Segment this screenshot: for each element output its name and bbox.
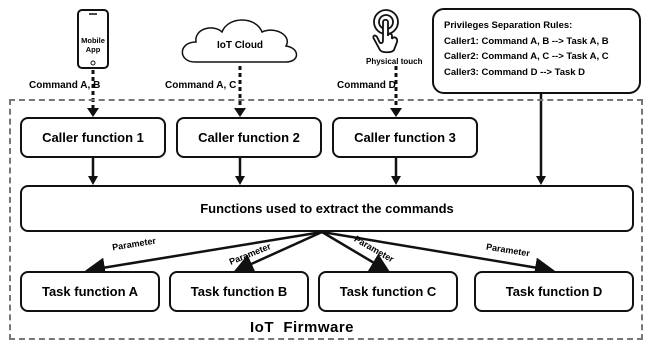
task-function-d: Task function D	[474, 271, 634, 312]
task-function-a-label: Task function A	[41, 284, 139, 299]
privileges-rules-box: Privileges Separation Rules: Caller1: Co…	[432, 8, 641, 94]
command-extractor-label: Functions used to extract the commands	[200, 201, 454, 216]
iot-firmware-label: IoT Firmware	[250, 319, 355, 336]
caller-function-3: Caller function 3	[332, 117, 478, 158]
iot-cloud-label: IoT Cloud	[216, 40, 264, 51]
rule-caller2: Caller2: Command A, C --> Task A, C	[444, 51, 609, 62]
caller-function-2-label: Caller function 2	[198, 130, 300, 145]
arrow-to-task-c	[321, 230, 391, 273]
task-function-d-label: Task function D	[505, 284, 603, 299]
caller-function-2: Caller function 2	[176, 117, 322, 158]
arrowhead-extract-1	[88, 176, 98, 185]
task-function-c-label: Task function C	[339, 284, 437, 299]
caller-function-1: Caller function 1	[20, 117, 166, 158]
arrowhead-rules	[536, 176, 546, 185]
caller-function-3-label: Caller function 3	[354, 130, 456, 145]
cloud-icon	[181, 19, 298, 63]
mobile-app-label: Mobile App	[81, 36, 105, 54]
touch-icon	[372, 9, 399, 54]
task-function-b: Task function B	[169, 271, 309, 312]
mobile-phone-icon	[77, 9, 109, 69]
arrowhead-caller1	[87, 108, 99, 117]
command-label-2: Command A, C	[165, 80, 237, 91]
command-label-1: Command A, B	[29, 80, 101, 91]
arrowhead-caller3	[390, 108, 402, 117]
arrowhead-extract-3	[391, 176, 401, 185]
command-label-3: Command D	[337, 80, 396, 91]
caller-function-1-label: Caller function 1	[42, 130, 144, 145]
rule-caller1: Caller1: Command A, B --> Task A, B	[444, 35, 609, 47]
task-function-b-label: Task function B	[190, 284, 288, 299]
command-extractor-box: Functions used to extract the commands	[20, 185, 634, 232]
task-function-a: Task function A	[20, 271, 160, 312]
physical-touch-label: Physical touch	[366, 57, 423, 66]
rule-caller3: Caller3: Command D --> Task D	[444, 66, 586, 78]
arrow-to-task-d	[321, 230, 555, 278]
rules-title: Privileges Separation Rules:	[444, 20, 573, 31]
task-function-c: Task function C	[318, 271, 458, 312]
arrowhead-extract-2	[235, 176, 245, 185]
iot-firmware-region	[9, 99, 643, 340]
arrow-to-task-b	[233, 230, 323, 273]
arrowhead-caller2	[234, 108, 246, 117]
arrow-to-task-a	[85, 230, 323, 278]
